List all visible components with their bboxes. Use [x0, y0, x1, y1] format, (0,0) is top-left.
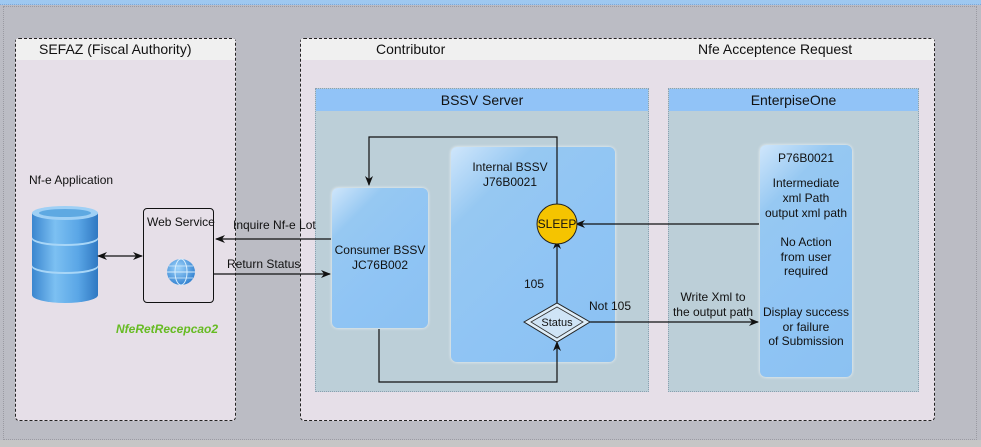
- status-decision-label[interactable]: Status: [541, 317, 573, 329]
- desc2-line1: No Action: [780, 235, 832, 249]
- desc2-line2: from user: [780, 250, 832, 264]
- branch-not-105-label: Not 105: [589, 299, 632, 313]
- nfe-application-label: Nf-e Application: [29, 173, 114, 187]
- globe-icon: [167, 258, 195, 286]
- desc1-line1: Intermediate: [772, 176, 840, 190]
- sleep-node-label[interactable]: SLEEP: [537, 217, 577, 231]
- internal-bssv-line2: J76B0021: [482, 175, 538, 189]
- consumer-bssv-box[interactable]: Consumer BSSV JC76B002: [332, 188, 428, 328]
- database-icon: [32, 206, 98, 303]
- internal-bssv-box[interactable]: Internal BSSV J76B0021: [451, 147, 615, 362]
- desc3-line3: of Submission: [768, 334, 844, 348]
- inquire-label: Inquire Nf-e Lot: [233, 218, 316, 232]
- canvas-frame: [3, 6, 977, 440]
- web-service-box[interactable]: Web Service: [143, 208, 215, 303]
- internal-bssv-line1: Internal BSSV: [472, 160, 548, 174]
- desc1-line2: xml Path: [782, 191, 830, 205]
- lane-sefaz-title: SEFAZ (Fiscal Authority): [39, 41, 192, 57]
- canvas-bottom-border: [0, 440, 981, 447]
- lane-contributor-title: Contributor: [376, 41, 446, 57]
- program-label: P76B0021: [777, 151, 835, 165]
- consumer-bssv-line1: Consumer BSSV: [334, 243, 426, 257]
- desc2-line3: required: [783, 264, 829, 278]
- desc3-line1: Display success: [762, 305, 850, 319]
- consumer-bssv-line2: JC76B002: [351, 258, 409, 272]
- lane-contributor-header: Contributor Nfe Acceptence Request: [301, 39, 934, 60]
- write-xml-label-line2: the output path: [672, 305, 754, 319]
- branch-105-label: 105: [524, 277, 545, 291]
- lane-nfe-title: Nfe Acceptence Request: [698, 41, 853, 57]
- lane-sefaz-header: SEFAZ (Fiscal Authority): [16, 39, 235, 60]
- return-status-label: Return Status: [227, 257, 301, 271]
- desc3-line2: or failure: [782, 320, 830, 334]
- bssv-server-header: BSSV Server: [316, 89, 648, 111]
- service-name-label: NfeRetRecepcao2: [116, 322, 219, 336]
- p76b0021-box[interactable]: P76B0021 Intermediate xml Path output xm…: [760, 145, 852, 377]
- desc1-line3: output xml path: [764, 206, 848, 220]
- enterpriseone-header: EnterpiseOne: [669, 89, 918, 111]
- canvas-top-border: [0, 0, 981, 5]
- write-xml-label-line1: Write Xml to: [680, 290, 746, 304]
- web-service-label: Web Service: [147, 215, 215, 229]
